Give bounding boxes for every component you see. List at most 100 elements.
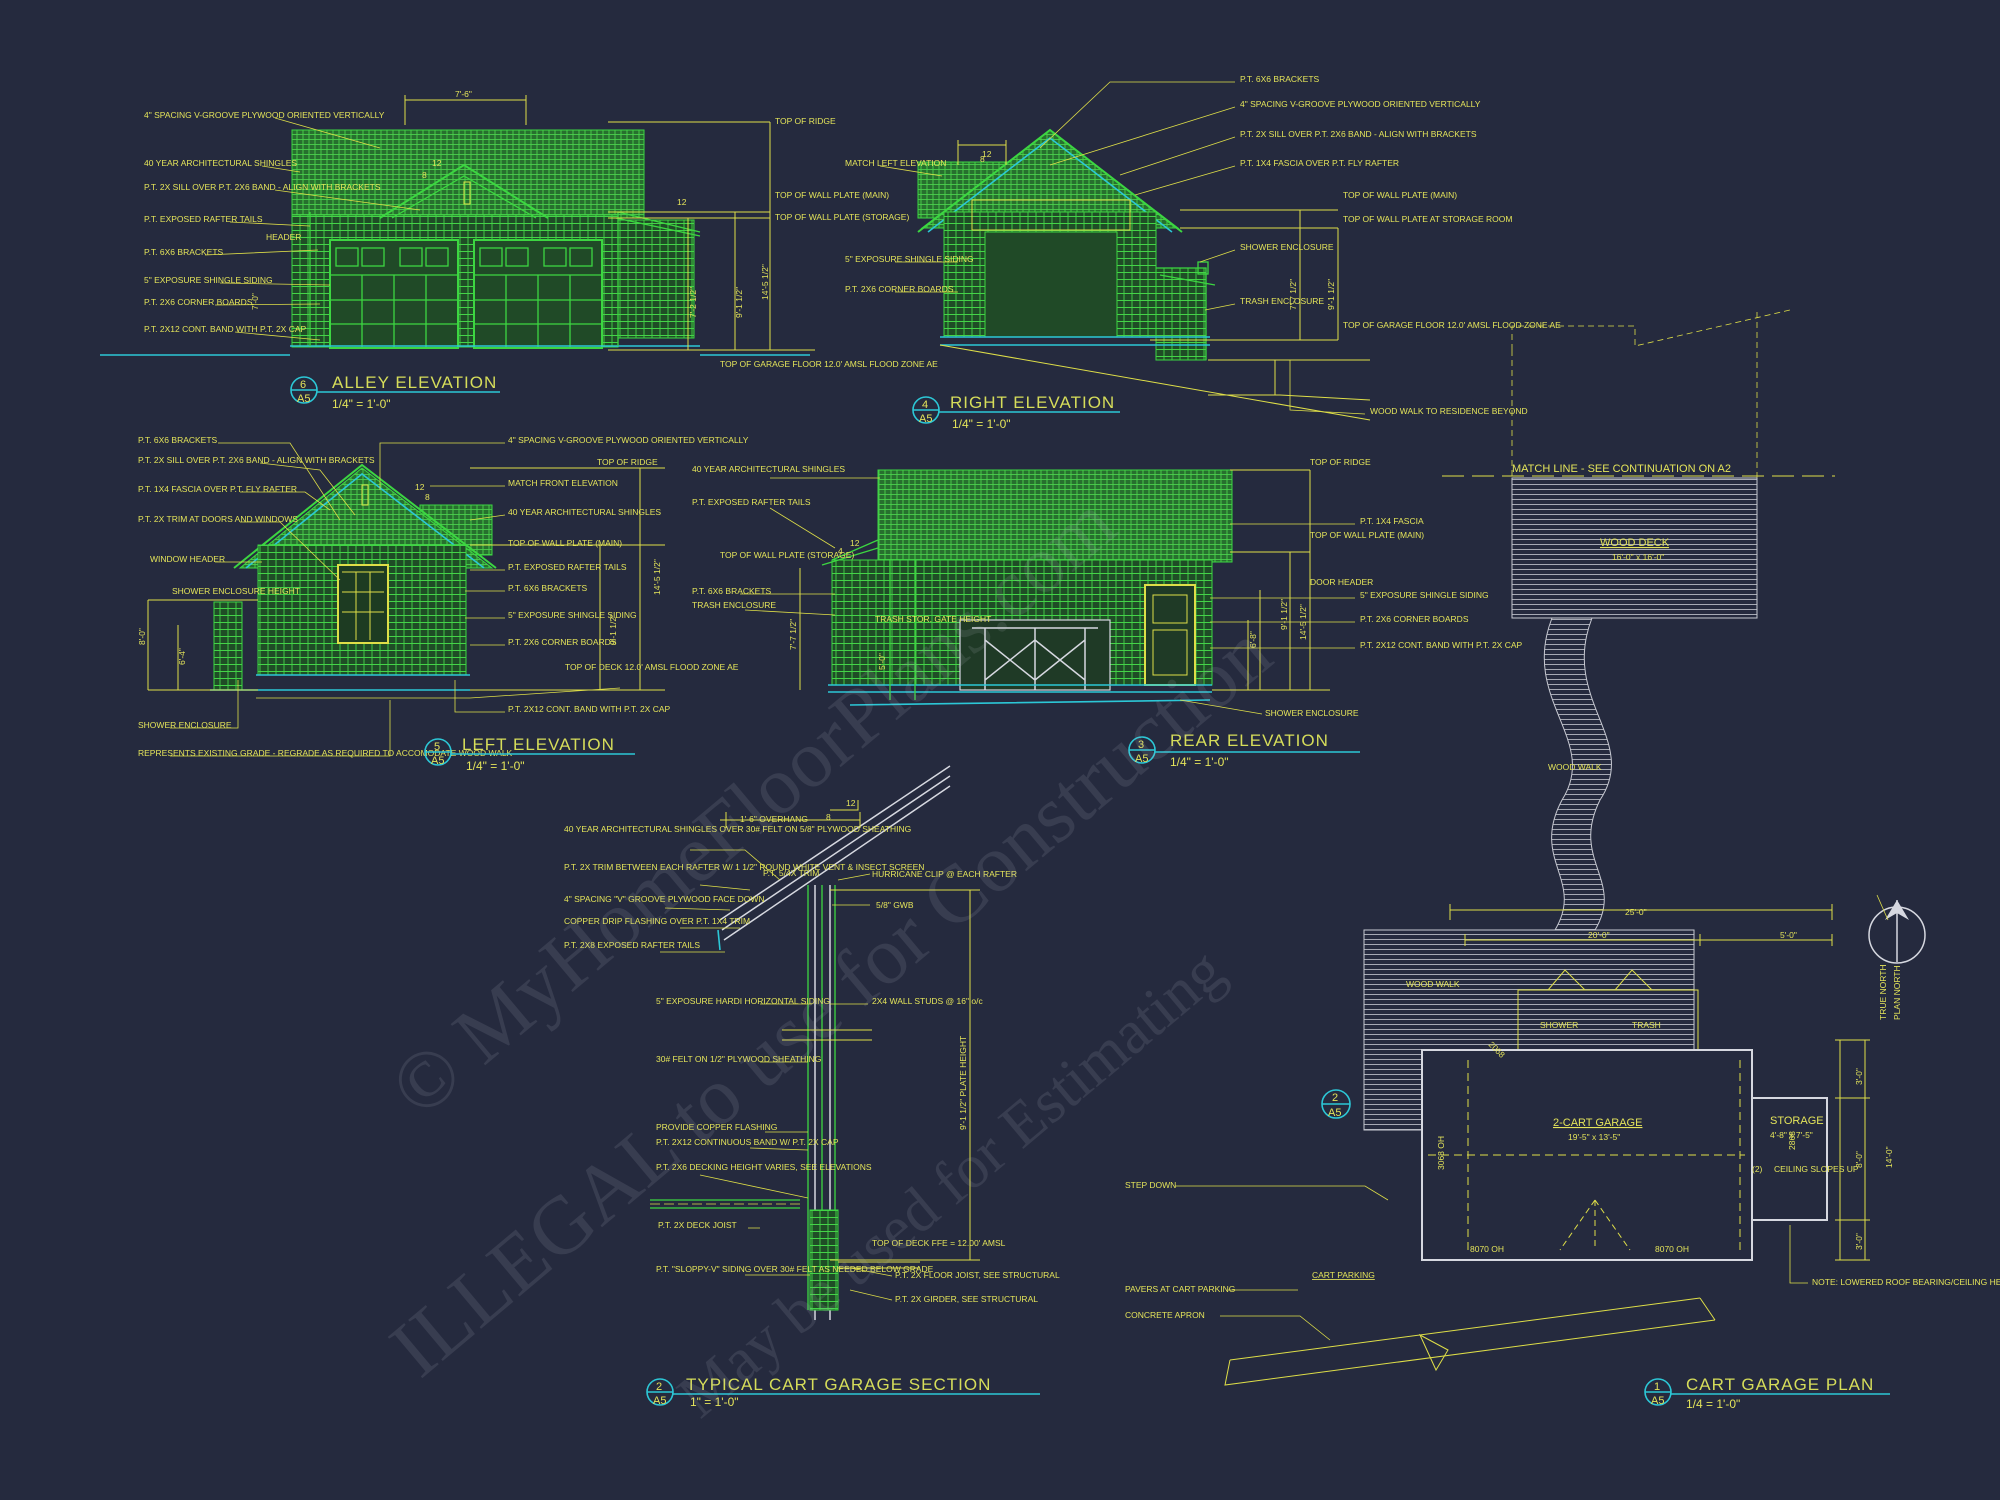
- plan-storage-size: 4'-8" x 7'-5": [1770, 1130, 1813, 1140]
- right-note-1: 4" SPACING V-GROOVE PLYWOOD ORIENTED VER…: [1240, 99, 1481, 109]
- plan-dim-25: 25'-0": [1625, 907, 1647, 917]
- section-pitch-rise: 12: [846, 798, 856, 808]
- rear-title-block: 3 A5 REAR ELEVATION 1/4" = 1'-0": [1128, 731, 1360, 769]
- plan-walk-label-2: WOOD WALK: [1406, 979, 1460, 989]
- left-scale: 1/4" = 1'-0": [466, 759, 525, 773]
- rear-dim-3: 9'-1 1/2": [1279, 599, 1289, 630]
- plan-storage-note: NOTE: LOWERED ROOF BEARING/CEILING HEIGH…: [1812, 1277, 2000, 1287]
- left-note-3: P.T. 2X TRIM AT DOORS AND WINDOWS: [138, 514, 298, 524]
- right-note-3: P.T. 1X4 FASCIA OVER P.T. FLY RAFTER: [1240, 158, 1399, 168]
- section-note-14: 5/8" GWB: [876, 900, 914, 910]
- right-view-number: 4: [922, 399, 928, 411]
- section-note-7: PROVIDE COPPER FLASHING: [656, 1122, 777, 1132]
- section-note-12: HURRICANE CLIP @ EACH RAFTER: [872, 869, 1017, 879]
- rear-scale: 1/4" = 1'-0": [1170, 755, 1229, 769]
- right-level-main: TOP OF WALL PLATE (MAIN): [1343, 190, 1457, 200]
- right-level-storage: TOP OF WALL PLATE AT STORAGE ROOM: [1343, 214, 1512, 224]
- right-note-5: 5" EXPOSURE SHINGLE SIDING: [845, 254, 974, 264]
- alley-pitch-rise: 12: [432, 158, 442, 168]
- alley-level-main: TOP OF WALL PLATE (MAIN): [775, 190, 889, 200]
- alley-dim-0: 7'-0": [250, 293, 260, 310]
- plan-north-plan: PLAN NORTH: [1892, 965, 1902, 1020]
- plan-garage-label: 2-CART GARAGE: [1553, 1117, 1642, 1129]
- plan-ref-number: 2: [1332, 1092, 1338, 1104]
- right-level-floor: TOP OF GARAGE FLOOR 12.0' AMSL FLOOD ZON…: [1343, 320, 1561, 330]
- section-sheet-number: A5: [653, 1395, 666, 1407]
- alley-dim-3: 14'-5 1/2": [760, 264, 770, 300]
- plan-door-4: 2868: [1787, 1131, 1797, 1150]
- rear-note-3: P.T. 6X6 BRACKETS: [692, 586, 772, 596]
- rear-note-1: P.T. EXPOSED RAFTER TAILS: [692, 497, 811, 507]
- plan-dim-3b: 3'-0": [1854, 1233, 1864, 1250]
- left-elevation: 12 8 8'-0" 6'-4" 9'-1 1/2" 14'-5 1/2" P.…: [137, 435, 749, 773]
- right-note-8: TRASH ENCLOSURE: [1240, 296, 1324, 306]
- alley-note-6: 5" EXPOSURE SHINGLE SIDING: [144, 275, 273, 285]
- plan-storage-label: STORAGE: [1770, 1115, 1824, 1127]
- plan-door-5: (2): [1752, 1164, 1763, 1174]
- alley-note-7: P.T. 2X6 CORNER BOARDS: [144, 297, 253, 307]
- rear-pitch-run: 4: [838, 546, 843, 556]
- plan-deck-label: WOOD DECK: [1600, 537, 1670, 549]
- section-note-8: P.T. 2X12 CONTINUOUS BAND W/ P.T. 2X CAP: [656, 1137, 839, 1147]
- plan-dim-3a: 3'-0": [1854, 1068, 1864, 1085]
- plan-scale: 1/4 = 1'-0": [1686, 1397, 1740, 1411]
- plan-garage-size: 19'-5" x 13'-5": [1568, 1132, 1620, 1142]
- left-note-13: P.T. 2X6 CORNER BOARDS: [508, 637, 617, 647]
- right-note-4: MATCH LEFT ELEVATION: [845, 158, 946, 168]
- plan-deck-size: 16'-0" x 16'-0": [1612, 552, 1664, 562]
- left-note-12: 5" EXPOSURE SHINGLE SIDING: [508, 610, 637, 620]
- section-note-10: P.T. 2X DECK JOIST: [658, 1220, 737, 1230]
- alley-sheet-number: A5: [297, 393, 310, 405]
- plan-dim-14: 14'-0": [1884, 1146, 1894, 1168]
- alley-note-5: P.T. 6X6 BRACKETS: [144, 247, 224, 257]
- left-sheet-number: A5: [431, 755, 444, 767]
- plan-shower-label: SHOWER: [1540, 1020, 1578, 1030]
- left-note-17: REPRESENTS EXISTING GRADE - REGRADE AS R…: [138, 748, 513, 758]
- alley-view-number: 6: [300, 379, 306, 391]
- rear-view-number: 3: [1138, 739, 1144, 751]
- plan-title-block: 1 A5 CART GARAGE PLAN 1/4 = 1'-0": [1644, 1375, 1890, 1411]
- rear-note-11: P.T. 2X6 CORNER BOARDS: [1360, 614, 1469, 624]
- alley-title-block: 6 A5 ALLEY ELEVATION 1/4" = 1'-0": [290, 373, 500, 411]
- cart-garage-plan: MATCH LINE - SEE CONTINUATION ON A2 WOOD…: [1125, 309, 2000, 1411]
- alley-level-storage: TOP OF WALL PLATE (STORAGE): [775, 212, 909, 222]
- plan-title: CART GARAGE PLAN: [1686, 1375, 1874, 1394]
- right-title: RIGHT ELEVATION: [950, 393, 1115, 412]
- left-note-5: SHOWER ENCLOSURE HEIGHT: [172, 586, 300, 596]
- plan-door-2: 8070 OH: [1655, 1244, 1689, 1254]
- left-note-15: P.T. 2X12 CONT. BAND WITH P.T. 2X CAP: [508, 704, 671, 714]
- alley-note-2: P.T. 2X SILL OVER P.T. 2X6 BAND - ALIGN …: [144, 182, 381, 192]
- section-scale: 1" = 1'-0": [690, 1395, 739, 1409]
- left-note-4: WINDOW HEADER: [150, 554, 225, 564]
- left-note-11: P.T. 6X6 BRACKETS: [508, 583, 588, 593]
- left-notes: P.T. 6X6 BRACKETS P.T. 2X SILL OVER P.T.…: [138, 435, 749, 758]
- alley-pitch-run: 8: [422, 170, 427, 180]
- right-note-6: P.T. 2X6 CORNER BOARDS: [845, 284, 954, 294]
- typical-section: 1'-6" OVERHANG 12 8 9'-1 1/2" PLATE HEIG…: [564, 765, 1060, 1409]
- section-note-2: 4" SPACING "V" GROOVE PLYWOOD FACE DOWN: [564, 894, 765, 904]
- alley-dim-top: 7'-6": [455, 89, 472, 99]
- plan-door-3: 3068 OH: [1436, 1136, 1446, 1170]
- section-note-6: 30# FELT ON 1/2" PLYWOOD SHEATHING: [656, 1054, 821, 1064]
- right-dim-1: 9'-1 1/2": [1326, 279, 1336, 310]
- left-note-0: P.T. 6X6 BRACKETS: [138, 435, 218, 445]
- alley-note-1: 40 YEAR ARCHITECTURAL SHINGLES: [144, 158, 297, 168]
- alley-note-3: P.T. EXPOSED RAFTER TAILS: [144, 214, 263, 224]
- right-notes: P.T. 6X6 BRACKETS 4" SPACING V-GROOVE PL…: [845, 74, 1528, 416]
- rear-elevation: 12 4 7'-7 1/2" 5'-0" 6'-8" 9'-1 1/2" 14'…: [692, 457, 1523, 769]
- section-note-0: 40 YEAR ARCHITECTURAL SHINGLES OVER 30# …: [564, 824, 911, 834]
- left-note-14: TOP OF DECK 12.0' AMSL FLOOD ZONE AE: [565, 662, 739, 672]
- section-note-5: 5" EXPOSURE HARDI HORIZONTAL SIDING: [656, 996, 830, 1006]
- plan-step-label: STEP DOWN: [1125, 1180, 1176, 1190]
- rear-notes: 40 YEAR ARCHITECTURAL SHINGLES P.T. EXPO…: [692, 457, 1523, 718]
- rear-dim-1: 5'-0": [877, 653, 887, 670]
- left-dim-0: 8'-0": [137, 628, 147, 645]
- left-note-10: P.T. EXPOSED RAFTER TAILS: [508, 562, 627, 572]
- right-pitch-rise: 12: [982, 149, 992, 159]
- rear-note-4: TRASH ENCLOSURE: [692, 600, 776, 610]
- plan-view-number: 1: [1654, 1381, 1660, 1393]
- rear-note-10: 5" EXPOSURE SHINGLE SIDING: [1360, 590, 1489, 600]
- plan-pavers-label: PAVERS AT CART PARKING: [1125, 1284, 1235, 1294]
- alley-garage-door-left: [329, 239, 459, 349]
- section-note-4: P.T. 2X8 EXPOSED RAFTER TAILS: [564, 940, 700, 950]
